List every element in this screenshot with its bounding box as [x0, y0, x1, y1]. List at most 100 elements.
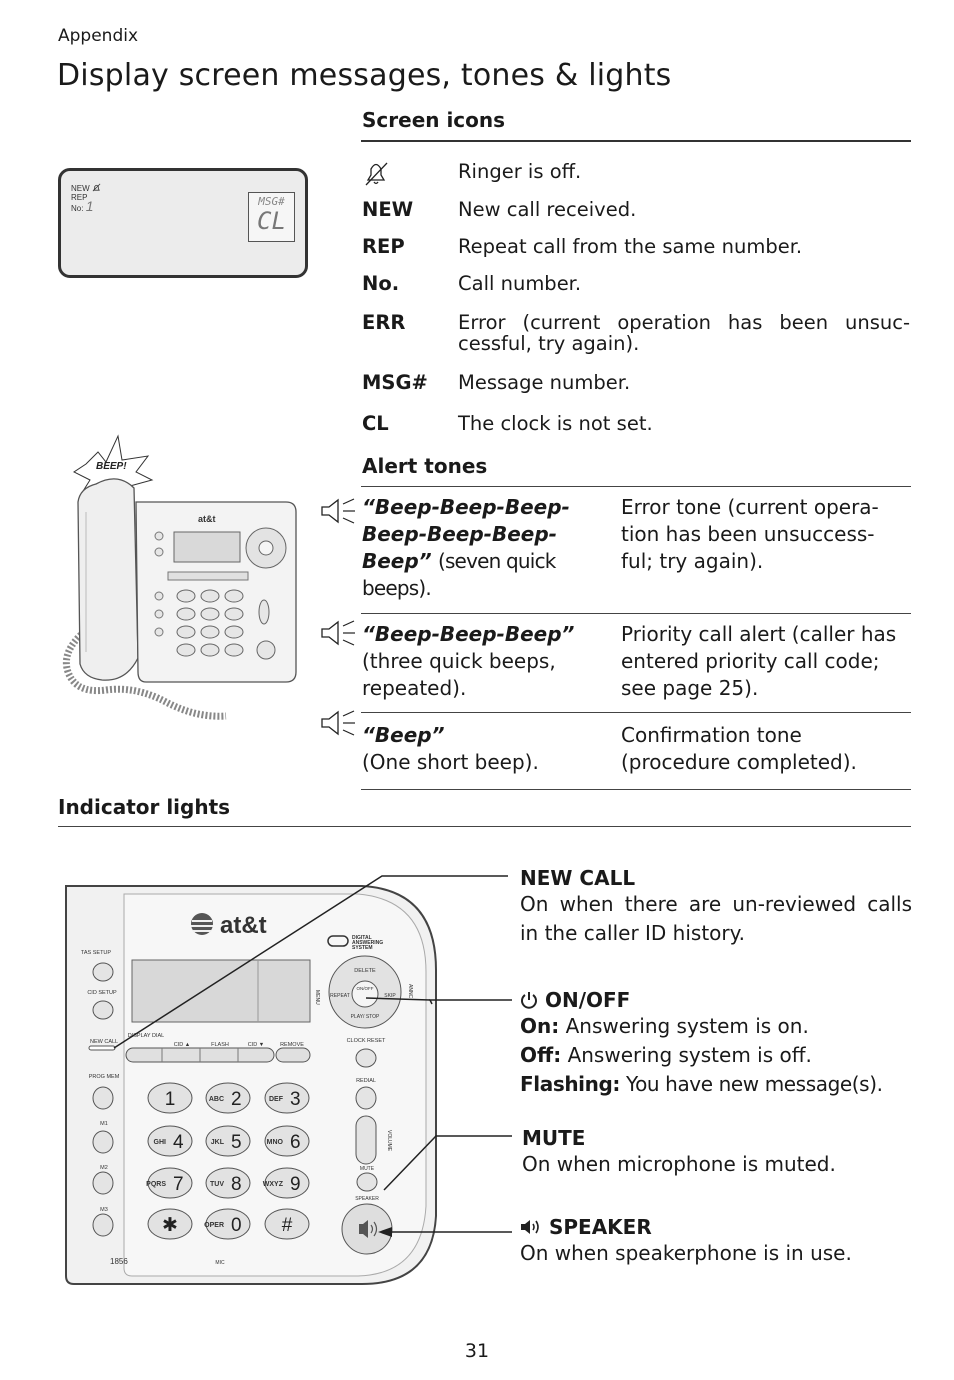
svg-text:NEW CALL: NEW CALL [90, 1039, 118, 1045]
tone-name-seven: “Beep-Beep-Beep-Beep-Beep-Beep-Beep” (se… [362, 494, 592, 602]
keypad-key-✱[interactable]: ✱ [147, 1208, 193, 1240]
indicator-speaker-text: On when speakerphone is in use. [520, 1241, 852, 1265]
tone-note-seven: (seven quick beeps). [362, 549, 556, 600]
svg-text:M1: M1 [100, 1121, 108, 1127]
keypad-key-shape[interactable] [264, 1208, 310, 1240]
keypad-key-digit: # [282, 1215, 293, 1236]
corded-phone-illustration: BEEP! at&t [62, 434, 297, 720]
keypad-key-shape[interactable] [147, 1082, 193, 1114]
indicator-speaker: SPEAKER On when speakerphone is in use. [520, 1215, 912, 1268]
tas-setup-button[interactable] [92, 962, 114, 982]
onoff-button[interactable] [351, 980, 379, 1008]
svg-text:DELETE: DELETE [354, 968, 376, 974]
keypad-key-shape[interactable] [147, 1208, 193, 1240]
svg-text:M2: M2 [100, 1165, 108, 1171]
icon-desc-msg: Message number. [458, 371, 631, 394]
cid-setup-button[interactable] [92, 1000, 114, 1020]
alert-tones-rule [361, 486, 911, 487]
icon-term-err: ERR [362, 311, 406, 334]
indicator-lights-heading: Indicator lights [58, 795, 231, 819]
svg-text:MUTE: MUTE [360, 1166, 375, 1172]
keypad-key-shape[interactable] [264, 1082, 310, 1114]
svg-text:at&t: at&t [198, 514, 216, 524]
prog-mem-button[interactable] [92, 1086, 114, 1110]
indicator-new-call-title: NEW CALL [520, 866, 636, 890]
mute-button[interactable] [356, 1172, 378, 1192]
svg-text:REMOVE: REMOVE [280, 1042, 304, 1048]
keypad-key-letters: GHI [154, 1139, 167, 1146]
keypad-key-letters: JKL [211, 1139, 225, 1146]
svg-text:1856: 1856 [110, 1257, 128, 1266]
screen-icons-heading: Screen icons [362, 108, 506, 132]
svg-text:REDIAL: REDIAL [356, 1078, 376, 1084]
icon-desc-err: Error (current operation has been unsuc-… [458, 311, 910, 355]
icon-desc-rep: Repeat call from the same number. [458, 235, 803, 258]
indicator-new-call-text: On when there are un-reviewed calls in t… [520, 892, 912, 945]
lcd-msg-box: MSG# CL [248, 192, 295, 242]
lcd-msg-label: MSG# [258, 195, 285, 208]
keypad-key-shape[interactable] [264, 1125, 310, 1157]
lcd-display: NEW REP No: 1 MSG# CL [58, 168, 308, 278]
svg-text:SYSTEM: SYSTEM [352, 945, 373, 951]
tone-divider-1 [361, 613, 911, 614]
svg-text:MENU: MENU [314, 990, 320, 1005]
keypad-key-shape[interactable] [205, 1125, 251, 1157]
clock-reset-button[interactable] [355, 1048, 377, 1068]
keypad-key-letters: OPER [204, 1222, 224, 1229]
svg-text:REPEAT: REPEAT [330, 993, 350, 999]
tone-desc-one: Confirmation tone (procedure completed). [621, 723, 857, 774]
beep-label: BEEP! [96, 461, 127, 472]
keypad-key-mno[interactable]: MNO 6 [264, 1125, 310, 1157]
svg-text:DIGITAL: DIGITAL [352, 935, 372, 941]
svg-text:SPEAKER: SPEAKER [355, 1196, 379, 1202]
lcd-new-label: NEW [71, 184, 90, 193]
callout-lines [113, 875, 512, 1237]
tone-desc-three: Priority call alert (caller has entered … [621, 622, 897, 700]
icon-desc-ringer: Ringer is off. [458, 160, 582, 183]
keypad-key-shape[interactable] [147, 1167, 193, 1199]
redial-button[interactable] [355, 1086, 377, 1110]
phone-base-illustration: at&t DIGITAL ANSWERING SYSTEM TAS SETUP … [65, 885, 437, 1285]
svg-text:ON/OFF: ON/OFF [357, 986, 374, 991]
indicator-onoff-title: ON/OFF [544, 988, 631, 1012]
tone-name-three-text: “Beep-Beep-Beep” [362, 622, 575, 646]
m3-button[interactable] [92, 1213, 114, 1237]
keypad-key-letters: MNO [267, 1139, 284, 1146]
keypad-key-digit: 6 [290, 1132, 301, 1153]
volume-rocker[interactable] [355, 1115, 377, 1165]
keypad-key-#[interactable]: # [264, 1208, 310, 1240]
indicator-speaker-title: SPEAKER [548, 1215, 652, 1239]
svg-text:CID ▲: CID ▲ [174, 1042, 190, 1048]
keypad-key-letters: WXYZ [263, 1181, 284, 1188]
svg-text:M3: M3 [100, 1207, 108, 1213]
screen-icons-rule [361, 140, 911, 142]
speaker-tone-icon [321, 710, 355, 736]
tone-note-one: (One short beep). [362, 750, 539, 774]
m2-button[interactable] [92, 1171, 114, 1195]
att-brand: at&t [220, 912, 267, 939]
indicator-new-call: NEW CALL On when there are un-reviewed c… [520, 866, 912, 948]
ringer-off-icon [92, 183, 101, 192]
keypad-key-shape[interactable] [147, 1125, 193, 1157]
keypad-key-digit: 1 [165, 1089, 176, 1110]
keypad-key-shape[interactable] [205, 1208, 251, 1240]
keypad-key-shape[interactable] [264, 1167, 310, 1199]
m1-button[interactable] [92, 1130, 114, 1154]
keypad-key-1[interactable]: 1 [147, 1082, 193, 1114]
icon-desc-cl: The clock is not set. [458, 412, 653, 435]
remove-button[interactable] [275, 1047, 311, 1063]
keypad-key-shape[interactable] [205, 1167, 251, 1199]
svg-text:DISPLAY DIAL: DISPLAY DIAL [128, 1033, 164, 1039]
ringer-off-icon [365, 162, 388, 186]
att-logo: at&t [191, 912, 267, 939]
keypad-key-shape[interactable] [205, 1082, 251, 1114]
indicator-mute-text: On when microphone is muted. [522, 1152, 836, 1176]
